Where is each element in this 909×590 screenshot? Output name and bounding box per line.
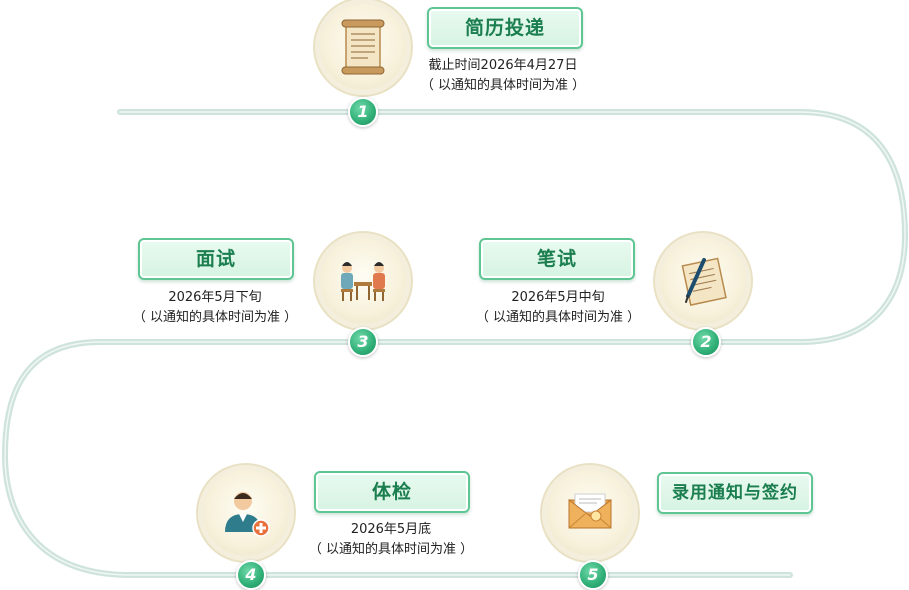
step-2-date: 2026年5月中旬 [511,290,605,305]
step-4-date: 2026年5月底 [350,522,432,537]
step-3-date: 2026年5月下旬 [168,290,262,305]
step-3-description: 2026年5月下旬 （ 以通知的具体时间为准 ） [122,288,308,328]
step-1-icon-badge [320,4,406,90]
envelope-icon [568,493,612,529]
step-1-note: （ 以通知的具体时间为准 ） [420,78,586,93]
step-4-title: 体检 [314,471,470,513]
step-5-icon-badge [547,470,633,556]
step-4-description: 2026年5月底 （ 以通知的具体时间为准 ） [298,520,484,560]
step-3-number: 3 [348,327,378,357]
step-4-note: （ 以通知的具体时间为准 ） [308,542,474,557]
medical-person-icon [225,492,270,537]
step-1-date: 截止时间2026年4月27日 [428,58,578,73]
step-2-icon-badge [660,238,746,324]
interview-icon [341,262,385,301]
step-3-title: 面试 [138,238,294,280]
step-4-number: 4 [236,560,266,590]
scroll-icon [341,19,385,75]
step-1-title: 简历投递 [427,7,583,49]
step-5-title: 录用通知与签约 [657,472,813,514]
step-1-number: 1 [348,97,378,127]
pen-paper-icon [681,257,727,306]
step-3-icon-badge [320,238,406,324]
step-3-note: （ 以通知的具体时间为准 ） [132,310,298,325]
step-5-number: 5 [578,560,608,590]
step-2-description: 2026年5月中旬 （ 以通知的具体时间为准 ） [465,288,651,328]
step-2-note: （ 以通知的具体时间为准 ） [475,310,641,325]
step-2-number: 2 [691,327,721,357]
step-4-icon-badge [203,470,289,556]
step-2-title: 笔试 [479,238,635,280]
step-1-description: 截止时间2026年4月27日 （ 以通知的具体时间为准 ） [410,56,596,96]
